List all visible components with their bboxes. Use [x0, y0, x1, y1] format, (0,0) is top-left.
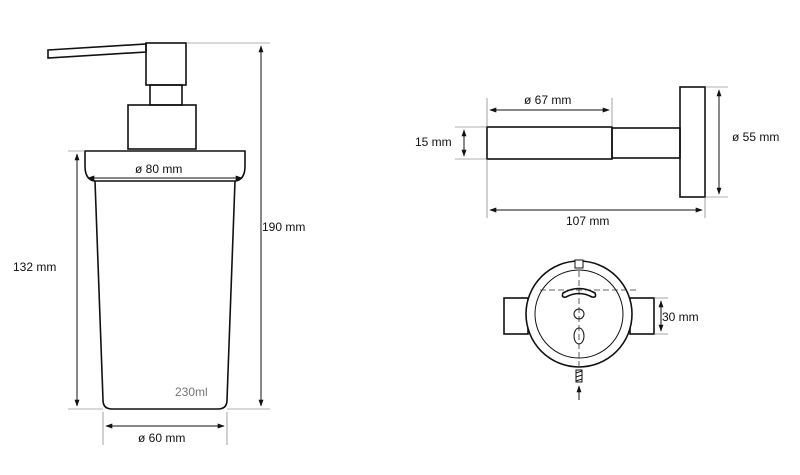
screw-hole-lower — [573, 327, 585, 345]
holder-side-view: ø 67 mm 15 mm ø 55 mm 107 mm — [415, 86, 779, 228]
wall-base — [679, 86, 706, 198]
screw-hole-upper — [573, 308, 585, 320]
soap-dispenser-view: 190 mm 132 mm ø 80 mm ø 60 mm 230ml — [13, 42, 305, 445]
holder-front-view: 30 mm — [503, 259, 699, 400]
top-notch — [574, 259, 584, 269]
dimension-label-ring-height: 15 mm — [415, 135, 452, 149]
container-body — [94, 180, 236, 410]
dimension-label-base-diameter: ø 55 mm — [732, 130, 779, 144]
dimension-label-diameter-top: ø 80 mm — [135, 162, 182, 176]
dimension-label-diameter-bottom: ø 60 mm — [138, 431, 185, 445]
dimension-label-height-container: 132 mm — [13, 260, 56, 274]
right-clip — [629, 297, 655, 335]
pump-collar — [127, 104, 197, 150]
pump-spout — [47, 43, 147, 59]
dimension-label-height-total: 190 mm — [262, 220, 305, 234]
capacity-label: 230ml — [175, 385, 208, 399]
dimension-label-depth: 107 mm — [566, 214, 609, 228]
dimension-label-ring-diameter: ø 67 mm — [524, 93, 571, 107]
holder-ring — [486, 126, 613, 160]
pump-head — [145, 42, 187, 86]
mounting-slot — [561, 287, 597, 298]
left-clip — [503, 297, 529, 335]
dimension-label-clip-height: 30 mm — [662, 310, 699, 324]
holder-arm — [611, 127, 681, 159]
pump-stem — [149, 84, 183, 106]
